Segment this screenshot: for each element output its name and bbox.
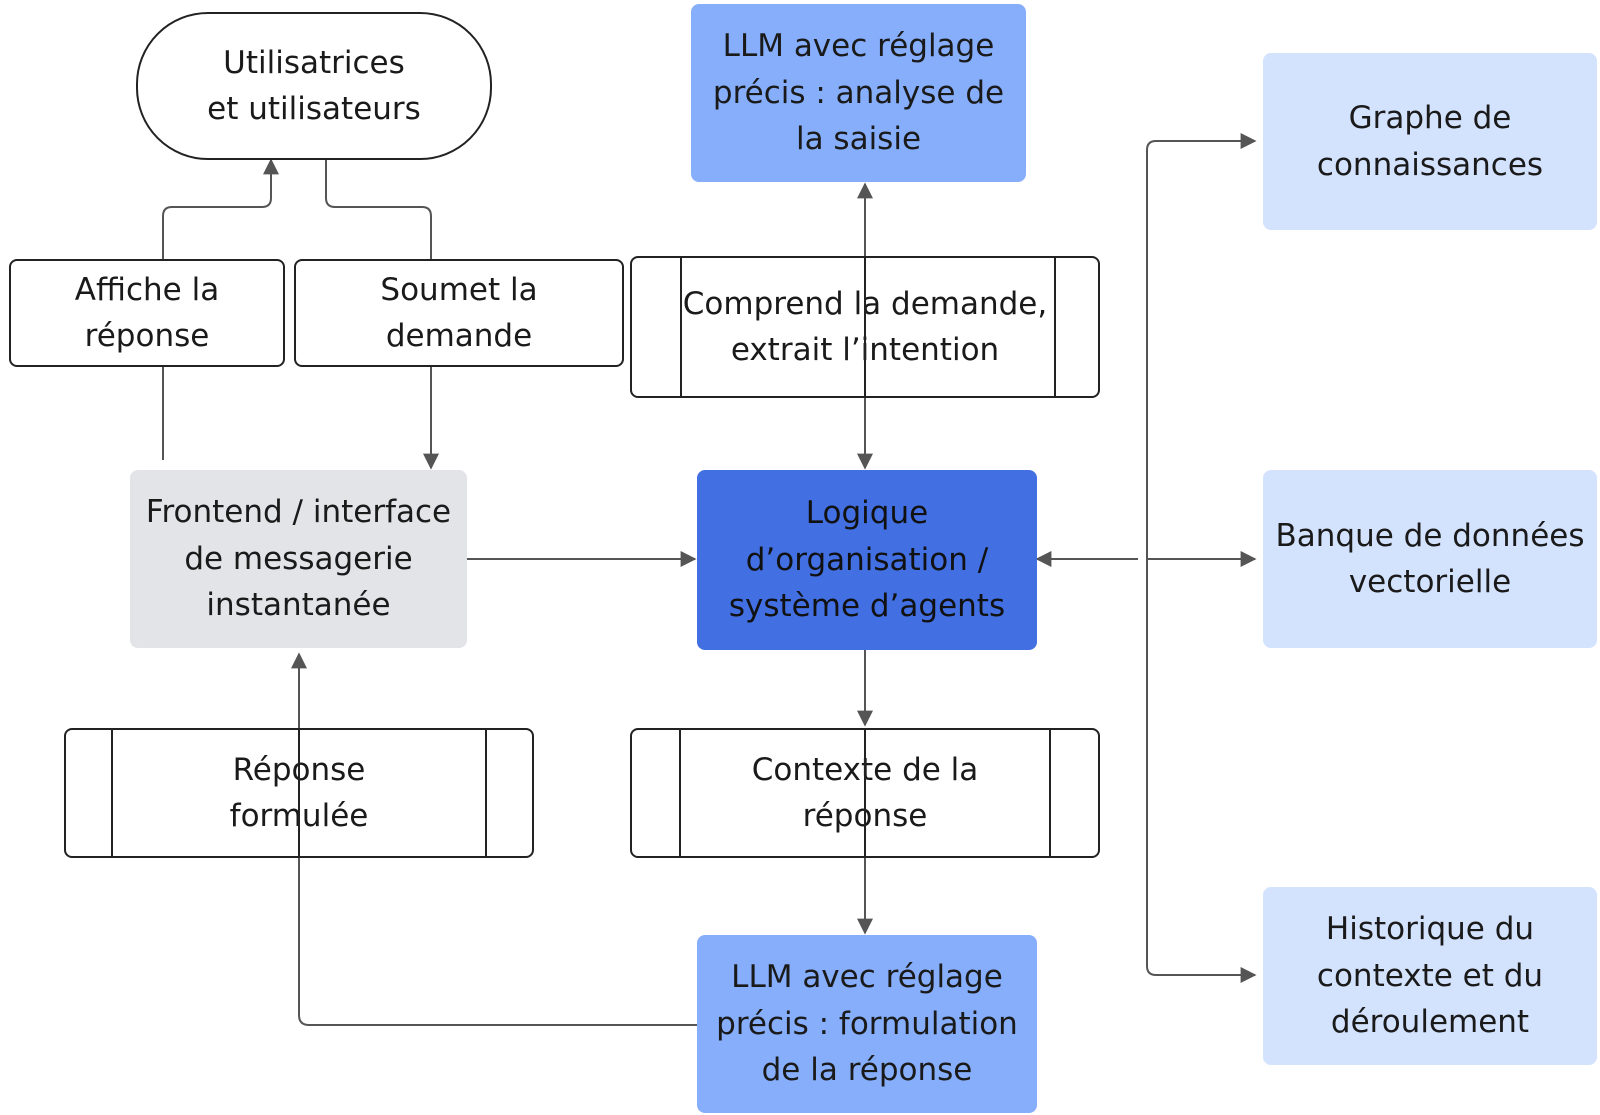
comprend-right-bar bbox=[1054, 258, 1056, 396]
edge-users-to-frontend bbox=[325, 160, 439, 470]
banque-node: Banque de données vectorielle bbox=[1263, 470, 1597, 648]
contexte-left-bar bbox=[679, 730, 681, 856]
historique-label: Historique du contexte et du déroulement bbox=[1316, 911, 1544, 1041]
reponse-formulee-label: Réponse formulée bbox=[229, 751, 369, 835]
comprend-label: Comprend la demande, extrait l’intention bbox=[682, 285, 1048, 369]
banque-label: Banque de données vectorielle bbox=[1275, 517, 1585, 601]
frontend-node: Frontend / interface de messagerie insta… bbox=[130, 470, 467, 648]
historique-node: Historique du contexte et du déroulement bbox=[1263, 887, 1597, 1065]
comprend-node: Comprend la demande, extrait l’intention bbox=[630, 256, 1100, 398]
frontend-label: Frontend / interface de messagerie insta… bbox=[145, 494, 452, 624]
logique-node: Logique d’organisation / système d’agent… bbox=[697, 470, 1037, 650]
soumet-demande-label: Soumet la demande bbox=[380, 271, 538, 355]
affiche-reponse-label: Affiche la réponse bbox=[74, 271, 220, 355]
llm-analyse-label: LLM avec réglage précis : analyse de la … bbox=[712, 28, 1005, 158]
logique-label: Logique d’organisation / système d’agent… bbox=[728, 495, 1006, 625]
comprend-left-bar bbox=[680, 258, 682, 396]
reponse-left-bar bbox=[111, 730, 113, 856]
reponse-formulee-node: Réponse formulée bbox=[64, 728, 534, 858]
edge-llm-formulation-to-reponse bbox=[298, 858, 697, 1026]
users-node: Utilisatrices et utilisateurs bbox=[136, 12, 492, 160]
llm-formulation-node: LLM avec réglage précis : formulation de… bbox=[697, 935, 1037, 1113]
soumet-demande-node: Soumet la demande bbox=[294, 259, 624, 367]
reponse-right-bar bbox=[485, 730, 487, 856]
edge-affiche-to-users bbox=[162, 158, 279, 460]
llm-analyse-node: LLM avec réglage précis : analyse de la … bbox=[691, 4, 1026, 182]
contexte-right-bar bbox=[1049, 730, 1051, 856]
affiche-reponse-node: Affiche la réponse bbox=[9, 259, 285, 367]
llm-formulation-label: LLM avec réglage précis : formulation de… bbox=[716, 959, 1018, 1089]
contexte-node: Contexte de la réponse bbox=[630, 728, 1100, 858]
contexte-label: Contexte de la réponse bbox=[751, 751, 979, 835]
graphe-label: Graphe de connaissances bbox=[1316, 100, 1544, 183]
users-label: Utilisatrices et utilisateurs bbox=[207, 44, 421, 128]
graphe-node: Graphe de connaissances bbox=[1263, 53, 1597, 230]
